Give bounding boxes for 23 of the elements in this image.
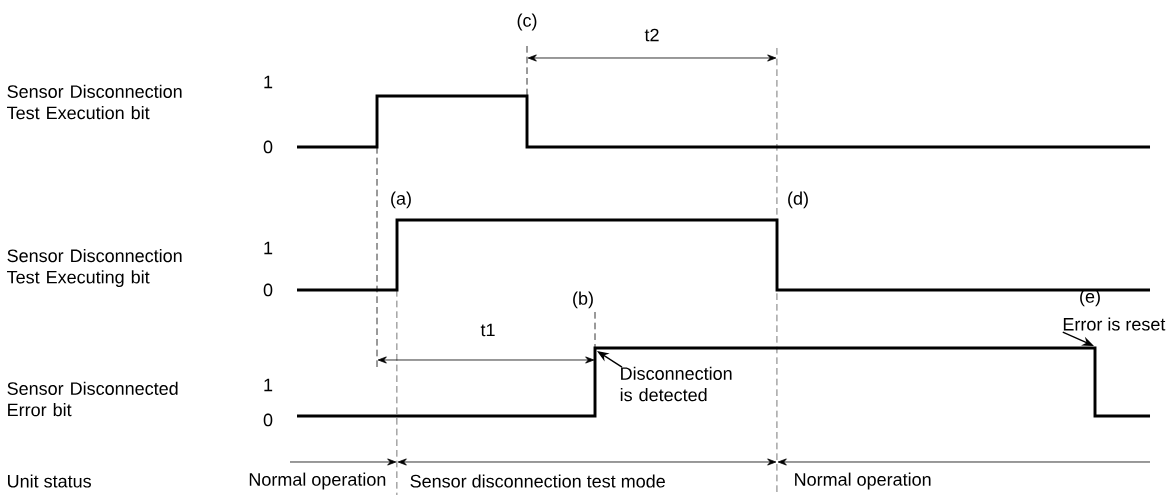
axis-label: (a) <box>391 191 411 209</box>
axis-label: (e) <box>1080 289 1100 307</box>
axis-label: 1 <box>264 378 273 392</box>
leader-line <box>597 351 623 368</box>
axis-label: (b) <box>573 291 593 309</box>
axis-label: t1 <box>480 323 495 337</box>
axis-label: 1 <box>264 241 273 255</box>
axis-label: 1 <box>264 75 273 89</box>
axis-label: (d) <box>788 191 808 209</box>
callout-text: Disconnection is detected <box>620 366 732 402</box>
signal-name: Sensor Disconnection Test Executing bit <box>7 248 182 288</box>
status-label: Normal operation <box>249 472 386 490</box>
callout-text: Error is reset <box>1063 317 1166 331</box>
signal-name: Sensor Disconnected Error bit <box>7 381 178 417</box>
signal-name: Sensor Disconnection Test Execution bit <box>7 84 182 120</box>
axis-label: t2 <box>644 28 659 42</box>
axis-label: (c) <box>517 13 537 31</box>
axis-label: 0 <box>263 413 273 427</box>
axis-label: 0 <box>263 140 273 154</box>
axis-label: 0 <box>263 283 273 297</box>
status-label: Unit status <box>8 474 91 488</box>
status-label: Normal operation <box>795 472 931 490</box>
status-label: Sensor disconnection test mode <box>410 474 665 488</box>
